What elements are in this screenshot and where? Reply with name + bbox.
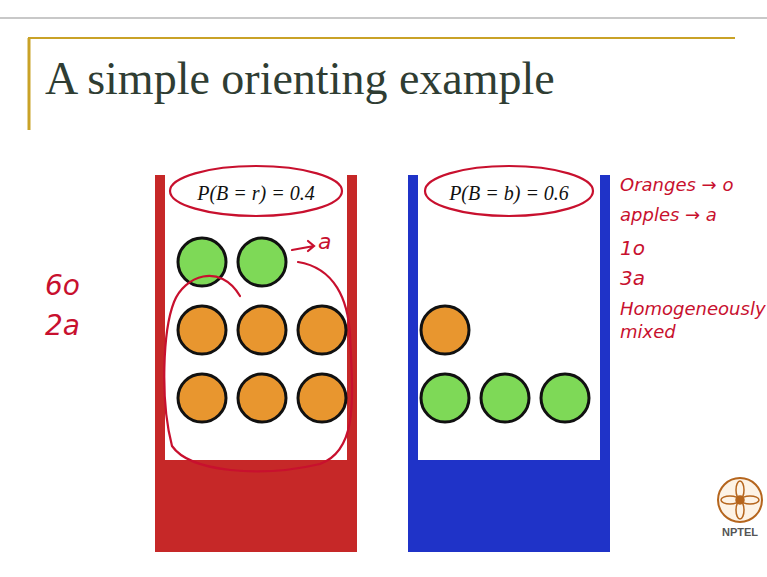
orange <box>178 306 226 354</box>
box-wall <box>600 175 610 465</box>
top-rule <box>0 17 767 19</box>
box-wall <box>155 175 165 465</box>
title-bar <box>28 38 31 130</box>
handwriting <box>164 166 593 471</box>
handwritten-note: 2a <box>45 308 80 343</box>
logo-ring <box>718 478 762 522</box>
red-box <box>155 175 357 552</box>
blue-box <box>408 175 610 552</box>
handwritten-note: Homogeneously mixed <box>620 298 760 343</box>
apple <box>541 374 589 422</box>
title-rule <box>28 37 735 39</box>
probability-label: P(B = r) = 0.4 <box>165 178 347 205</box>
handwritten-note: Oranges → o <box>620 174 733 197</box>
nptel-logo <box>718 478 762 522</box>
handwritten-note: apples → a <box>620 204 717 227</box>
orange <box>238 374 286 422</box>
fruit <box>178 238 589 422</box>
apple <box>481 374 529 422</box>
orange <box>178 374 226 422</box>
logo-center <box>736 496 744 504</box>
box-base <box>155 460 357 552</box>
apple <box>421 374 469 422</box>
logo-flower <box>721 481 759 519</box>
handwritten-note: 6o <box>45 268 80 303</box>
handwritten-note: 3a <box>620 266 645 291</box>
probability-label: P(B = b) = 0.6 <box>418 178 600 205</box>
handwritten-note: a <box>318 228 331 256</box>
logo-text: NPTEL <box>722 526 758 540</box>
orange <box>238 306 286 354</box>
box-wall <box>408 175 418 465</box>
handwritten-note: 1o <box>620 236 645 261</box>
fruit-box: P(B = r) = 0.4 <box>165 178 347 460</box>
ink-loop <box>164 262 352 471</box>
box-base <box>408 460 610 552</box>
fruit-box: P(B = b) = 0.6 <box>418 178 600 460</box>
orange <box>421 306 469 354</box>
apple <box>178 238 226 286</box>
orange <box>298 374 346 422</box>
apple <box>238 238 286 286</box>
slide-title: A simple orienting example <box>45 52 555 105</box>
orange <box>298 306 346 354</box>
ink-arrow <box>292 241 314 251</box>
